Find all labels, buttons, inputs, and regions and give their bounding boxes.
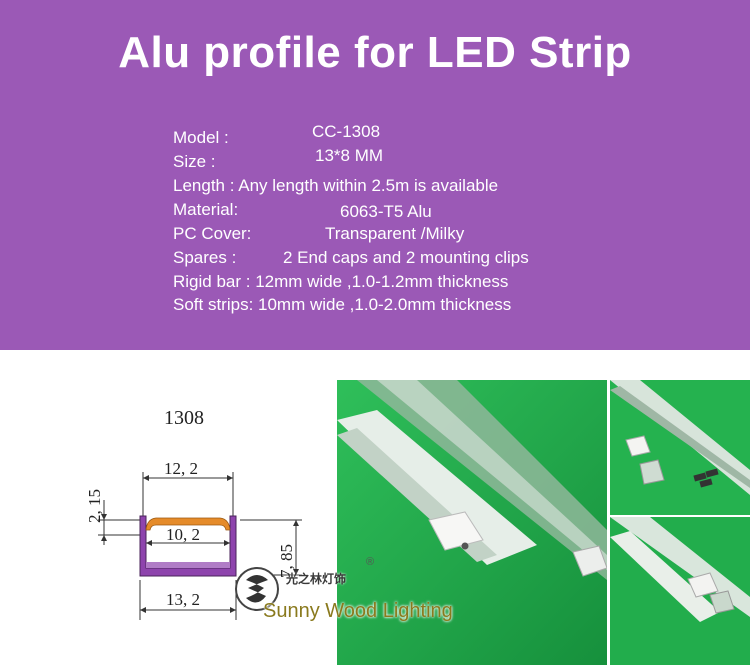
- product-photo-main: [337, 380, 607, 665]
- logo-s-shape: [246, 575, 268, 603]
- br-profile-front: [610, 531, 720, 622]
- product-photo-bottom-right: [610, 517, 750, 665]
- dim-right-arrow-bottom: [293, 569, 299, 575]
- watermark-company: Sunny Wood Lighting: [263, 600, 453, 622]
- product-photo-bottom-right-svg: [610, 517, 750, 665]
- spec-material-value: 6063-T5 Alu: [340, 202, 432, 221]
- tr-clip-3: [699, 478, 713, 488]
- dim-inner-arrow-left: [146, 540, 152, 546]
- br-cover-piece: [709, 590, 735, 614]
- dim-bottom-arrow-left: [140, 607, 146, 613]
- spec-banner: Alu profile for LED Strip Model : CC-130…: [0, 0, 750, 350]
- dim-right-arrow-top: [293, 520, 299, 526]
- profile-back-highlight: [377, 380, 607, 570]
- product-photo-main-svg: [337, 380, 607, 665]
- dim-bottom-arrow-right: [230, 607, 236, 613]
- watermark-registered: ®: [366, 556, 375, 568]
- profile-front: [337, 410, 537, 565]
- dim-top-width-label: 12, 2: [164, 459, 198, 478]
- spec-spares-value: 2 End caps and 2 mounting clips: [283, 248, 529, 267]
- dim-inner-arrow-right: [224, 540, 230, 546]
- dim-right-height-label: 7, 85: [277, 544, 296, 578]
- product-photo-top-right-svg: [610, 380, 750, 515]
- end-cap-hole: [461, 542, 469, 550]
- spec-rigid-line: Rigid bar : 12mm wide ,1.0-1.2mm thickne…: [173, 272, 509, 291]
- spec-model-value: CC-1308: [312, 122, 381, 141]
- spec-size-value: 13*8 MM: [315, 146, 384, 165]
- profile-drawing-svg: 1308 12, 2 2, 15 7, 85 10, 2: [85, 407, 302, 620]
- dim-inner-width-label: 10, 2: [166, 525, 200, 544]
- spec-cover-value: Transparent /Milky: [325, 224, 465, 243]
- profile-body: [139, 515, 237, 577]
- tr-clip-1: [693, 472, 707, 482]
- dim-top-arrow-right: [227, 475, 233, 481]
- spec-length-line: Length : Any length within 2.5m is avail…: [173, 176, 499, 195]
- tr-profile-shade: [610, 386, 750, 488]
- profile-drawing: 1308 12, 2 2, 15 7, 85 10, 2: [0, 380, 335, 665]
- end-cap-right: [572, 545, 607, 577]
- watermark-logo: [234, 566, 280, 612]
- watermark-logo-svg: [235, 567, 279, 611]
- br-end-cap: [687, 572, 719, 598]
- product-photo-top-right: [610, 380, 750, 515]
- profile-floor: [146, 562, 230, 568]
- dim-top-arrow-left: [143, 475, 149, 481]
- divider: [0, 350, 750, 380]
- profile-back: [357, 380, 607, 580]
- profile-cover: [145, 517, 231, 531]
- tr-end-cap: [625, 435, 651, 457]
- dim-bottom-width-label: 13, 2: [166, 590, 200, 609]
- tr-cover-piece: [639, 459, 665, 485]
- dim-left-arrow-top: [101, 514, 107, 520]
- end-cap-left: [428, 511, 484, 551]
- banner-title: Alu profile for LED Strip: [118, 28, 632, 77]
- spec-material-label: Material:: [173, 200, 239, 219]
- drawing-model-number: 1308: [164, 407, 204, 429]
- dim-left-height-label: 2, 15: [85, 489, 104, 523]
- spec-model-label: Model :: [173, 128, 229, 147]
- spec-spares-label: Spares :: [173, 248, 237, 267]
- spec-cover-label: PC Cover:: [173, 224, 252, 243]
- spec-soft-line: Soft strips: 10mm wide ,1.0-2.0mm thickn…: [173, 295, 512, 314]
- watermark-chinese: 光之林灯饰: [286, 572, 347, 586]
- tr-clip-2: [705, 468, 719, 478]
- spec-size-label: Size :: [173, 152, 216, 171]
- dim-left-arrow-bottom: [101, 535, 107, 541]
